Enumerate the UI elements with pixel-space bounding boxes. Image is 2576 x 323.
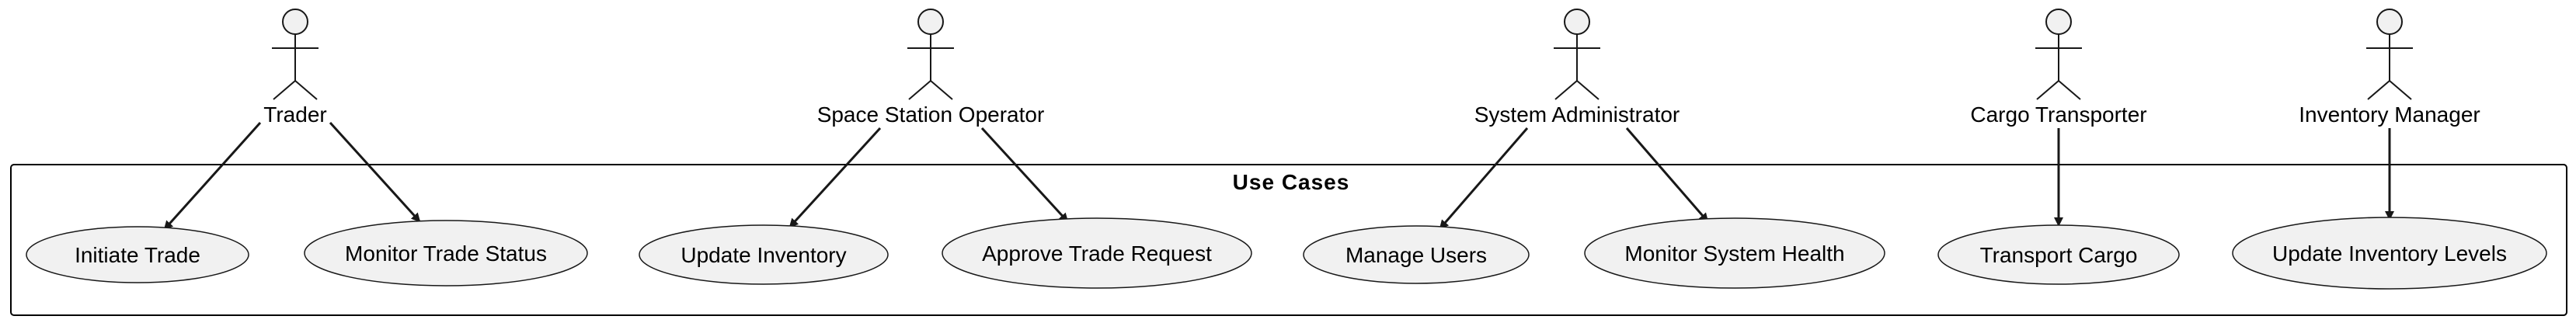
association-line [980, 127, 1069, 223]
usecase-label: Update Inventory [681, 243, 846, 267]
actor-label: Space Station Operator [817, 102, 1045, 127]
usecase-approve-trade-request[interactable]: Approve Trade Request [942, 217, 1252, 289]
association-line [329, 121, 421, 223]
association-line [1625, 127, 1709, 223]
usecase-initiate-trade[interactable]: Initiate Trade [26, 226, 249, 283]
actor-figure-icon [2366, 9, 2413, 100]
actor-figure-icon [907, 9, 954, 100]
actor-label: System Administrator [1474, 102, 1680, 127]
actor-figure-icon [272, 9, 319, 100]
usecase-label: Monitor System Health [1624, 241, 1844, 266]
usecase-label: Initiate Trade [75, 243, 200, 267]
usecase-update-inventory[interactable]: Update Inventory [639, 224, 889, 285]
association-line [163, 121, 262, 231]
usecase-monitor-system-health[interactable]: Monitor System Health [1584, 217, 1885, 289]
usecase-update-inventory-levels[interactable]: Update Inventory Levels [2232, 217, 2547, 290]
usecase-manage-users[interactable]: Manage Users [1303, 225, 1530, 284]
boundary-title: Use Cases [1233, 170, 1350, 194]
actor-figure-icon [2035, 9, 2082, 100]
association-lines [163, 121, 2394, 231]
actor-label: Cargo Transporter [1970, 102, 2146, 127]
usecase-transport-cargo[interactable]: Transport Cargo [1937, 224, 2180, 285]
actor-label: Inventory Manager [2299, 102, 2480, 127]
usecase-label: Update Inventory Levels [2272, 241, 2507, 266]
usecase-monitor-trade-status[interactable]: Monitor Trade Status [304, 220, 588, 287]
usecase-label: Approve Trade Request [982, 241, 1212, 266]
actor-system-administrator: System Administrator [1474, 9, 1680, 127]
usecase-label: Transport Cargo [1980, 243, 2138, 267]
actor-inventory-manager: Inventory Manager [2299, 9, 2480, 127]
usecase-label: Manage Users [1345, 243, 1487, 267]
actor-label: Trader [263, 102, 326, 127]
actor-space-station-operator: Space Station Operator [817, 9, 1045, 127]
association-line [788, 127, 882, 228]
system-boundary [10, 164, 2567, 316]
actor-cargo-transporter: Cargo Transporter [1970, 9, 2147, 127]
usecase-label: Monitor Trade Status [345, 241, 547, 266]
association-line [1439, 127, 1529, 230]
actor-trader: Trader [263, 9, 327, 127]
actor-figure-icon [1554, 9, 1600, 100]
